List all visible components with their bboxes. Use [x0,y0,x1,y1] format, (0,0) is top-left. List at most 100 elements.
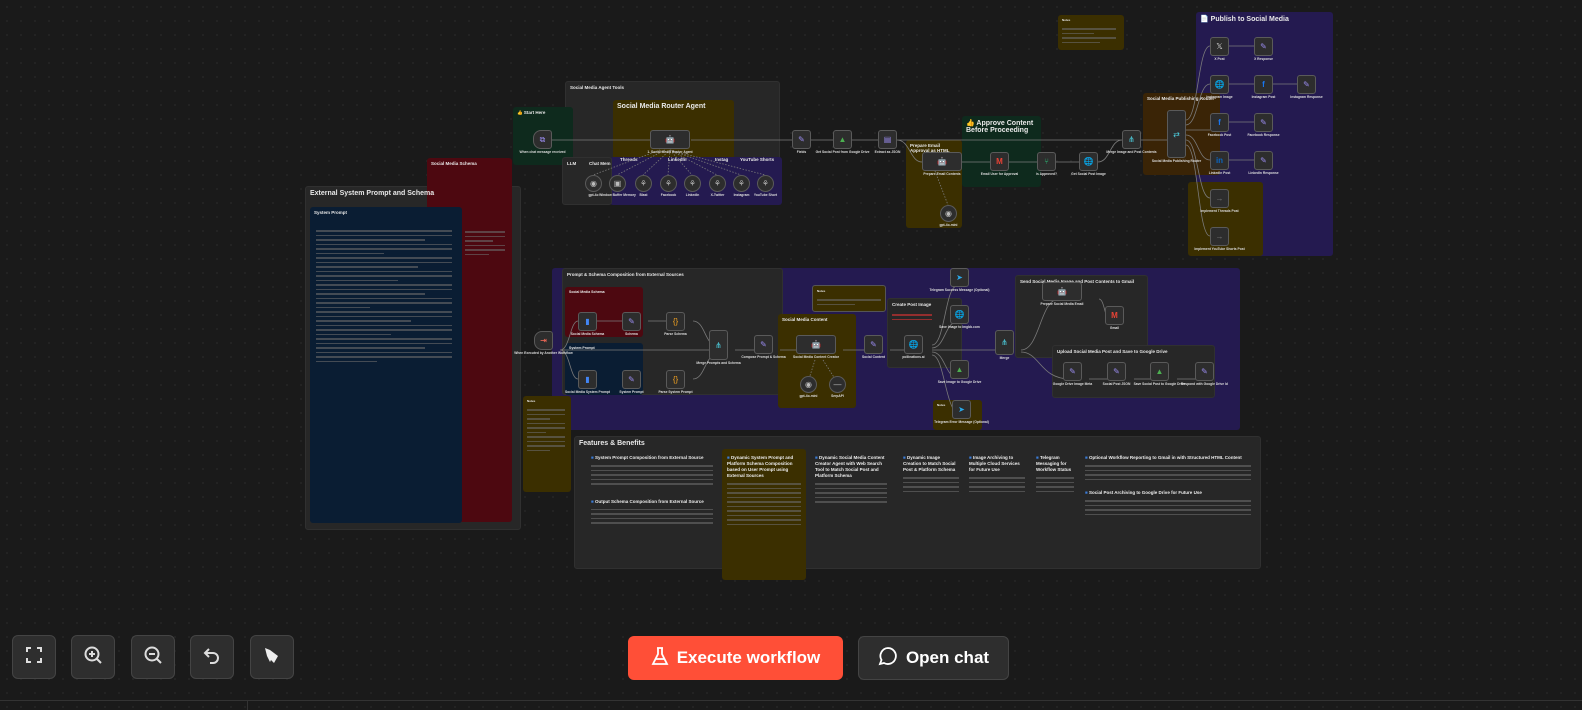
node-extract-json[interactable]: ▤Extract as JSON [875,130,900,154]
node-label: Compose Prompt & Schema [741,355,786,359]
zoom-in-button[interactable] [71,635,115,679]
node-schema[interactable]: ✎Schema [622,312,641,336]
node-prepare-social-email[interactable]: 🤖Prepare Social Media Email [1041,282,1083,306]
feature-col: Telegram Messaging for Workflow Status [1033,452,1077,498]
node-parse-prompt[interactable]: {}Parse System Prompt [658,370,693,394]
node-instagram-response[interactable]: ✎Instagram Response [1290,75,1323,99]
node-merge-bottom[interactable]: ⋔Merge [995,330,1014,360]
node-schema-doc[interactable]: ▮Social Media Schema [571,312,604,336]
node-label: Facebook [660,193,677,197]
node-label: Schema [625,332,638,336]
node-label: gpt-4o-mini [799,394,818,398]
node-system-prompt[interactable]: ✎System Prompt [619,370,644,394]
sticky-notes[interactable]: Notes [812,285,886,312]
node-drive-image-meta[interactable]: ✎Google Drive Image Meta [1053,362,1092,386]
open-chat-button[interactable]: Open chat [858,636,1009,680]
node-merge-prompts[interactable]: ⋔Merge Prompts and Schema [696,330,741,365]
node-fields[interactable]: ✎Fields [792,130,811,154]
tool-group-title: Threads [620,157,638,162]
sticky-notes[interactable]: Notes [523,396,571,492]
tool-group-title: YouTube Shorts [740,157,775,162]
group-title: LLM [567,161,577,166]
execute-workflow-button[interactable]: Execute workflow [628,636,843,680]
node-pollinations[interactable]: 🌐pollinations.ai [902,335,925,359]
node-tool-facebook[interactable]: ⚘Facebook [660,175,677,197]
node-threads-placeholder[interactable]: →Implement Threads Post [1200,189,1239,213]
node-social-content[interactable]: ✎Social Content [862,335,885,359]
node-imgbb[interactable]: 🌐Save Image to Imgbb.com [939,305,980,329]
node-is-approved[interactable]: ⑂is Approved? [1036,152,1057,176]
node-google-drive[interactable]: ▲Get Social Post from Google Drive [816,130,869,154]
node-label: gpt-4o-mini [939,223,958,227]
node-save-post-drive[interactable]: ▲Save Social Post to Google Drive [1134,362,1185,386]
node-parse-schema[interactable]: {}Parse Schema [664,312,687,336]
node-linkedin-response[interactable]: ✎LinkedIn Response [1248,151,1279,175]
node-label: Save Image to Google Drive [937,380,982,384]
node-label: Social Post JSON [1102,382,1131,386]
node-prepare-email[interactable]: 🤖Prepare Email Contents [922,152,962,176]
node-label: Respond with Google Drive Id [1181,382,1228,386]
node-tool-linkedin[interactable]: ⚘LinkedIn [684,175,701,197]
node-youtube-placeholder[interactable]: →Implement YouTube Shorts Post [1194,227,1245,251]
node-llm-content[interactable]: ◉gpt-4o-mini [800,376,817,398]
node-get-image[interactable]: 🌐Get Social Post Image [1071,152,1106,176]
group-system-prompt[interactable]: System Prompt [310,207,462,523]
node-save-image-drive[interactable]: ▲Save Image to Google Drive [938,360,981,384]
tool-group-title: Instag [715,157,729,162]
group-title: Features & Benefits [579,440,645,447]
node-publishing-router[interactable]: ⇄Social Media Publishing Router [1152,110,1201,163]
zoom-out-icon [143,645,163,670]
node-llm[interactable]: ◉gpt-4o [585,175,602,197]
feature-title: Social Post Archiving to Google Drive fo… [1085,490,1251,496]
node-telegram-error[interactable]: ➤Telegram Error Message (Optional) [934,400,989,424]
node-llm-email[interactable]: ◉gpt-4o-mini [940,205,957,227]
node-respond-drive-id[interactable]: ✎Respond with Google Drive Id [1181,362,1228,386]
node-label: Facebook Response [1247,133,1280,137]
node-tool-threads[interactable]: ⚘Blast [635,175,652,197]
node-tool-instagram[interactable]: ⚘Instagram [733,175,750,197]
node-label: Instagram Image [1206,95,1233,99]
feature-col: Dynamic System Prompt and Platform Schem… [724,452,804,531]
node-merge[interactable]: ⋔Merge Image and Post Contents [1106,130,1157,154]
node-content-creator[interactable]: 🤖Social Media Content Creator [793,335,839,359]
node-compose[interactable]: ✎Compose Prompt & Schema [741,335,786,359]
zoom-out-button[interactable] [131,635,175,679]
fit-view-button[interactable] [12,635,56,679]
group-title: Social Media Content [782,317,828,322]
tidy-up-button[interactable] [250,635,294,679]
feature-title: System Prompt Composition from External … [591,455,713,461]
node-social-post-json[interactable]: ✎Social Post JSON [1103,362,1130,386]
node-label: LinkedIn Response [1248,171,1279,175]
group-title: Upload Social Media Post and Save to Goo… [1057,349,1168,354]
group-title: Social Media Agent Tools [570,85,625,90]
feature-title: Output Schema Composition from External … [591,499,713,505]
node-instagram-image[interactable]: 🌐Instagram Image [1206,75,1233,99]
node-prompt-doc[interactable]: ▮Social Media System Prompt [565,370,610,394]
node-serpapi[interactable]: —SerpAPI [829,376,846,398]
sticky-notes[interactable]: Notes [1058,15,1124,50]
chat-icon [878,646,898,671]
node-memory[interactable]: ▣Window Buffer Memory [599,175,636,197]
node-chat-trigger[interactable]: ⧉When chat message received [520,130,566,154]
node-label: gpt-4o [588,193,599,197]
feature-title: Telegram Messaging for Workflow Status [1036,455,1074,473]
node-x-response[interactable]: ✎X Response [1254,37,1273,61]
node-label: Instagram Response [1290,95,1323,99]
node-router-agent[interactable]: 🤖1. Social Media Router Agent [647,130,693,154]
group-title: Social Media Router Agent [617,103,706,110]
reset-zoom-button[interactable] [190,635,234,679]
group-title: Create Post Image [892,302,932,307]
node-label: Merge Prompts and Schema [696,361,741,365]
node-exec-trigger[interactable]: ⇥When Executed by Another Workflow [514,331,573,355]
node-telegram-success[interactable]: ➤Telegram Success Message (Optional) [929,268,990,292]
node-facebook-response[interactable]: ✎Facebook Response [1247,113,1280,137]
node-tool-x[interactable]: ⚘X-Twitter [709,175,726,197]
node-tool-youtube[interactable]: ⚘YouTube Short [754,175,777,197]
group-title: 📄 Publish to Social Media [1200,16,1289,23]
